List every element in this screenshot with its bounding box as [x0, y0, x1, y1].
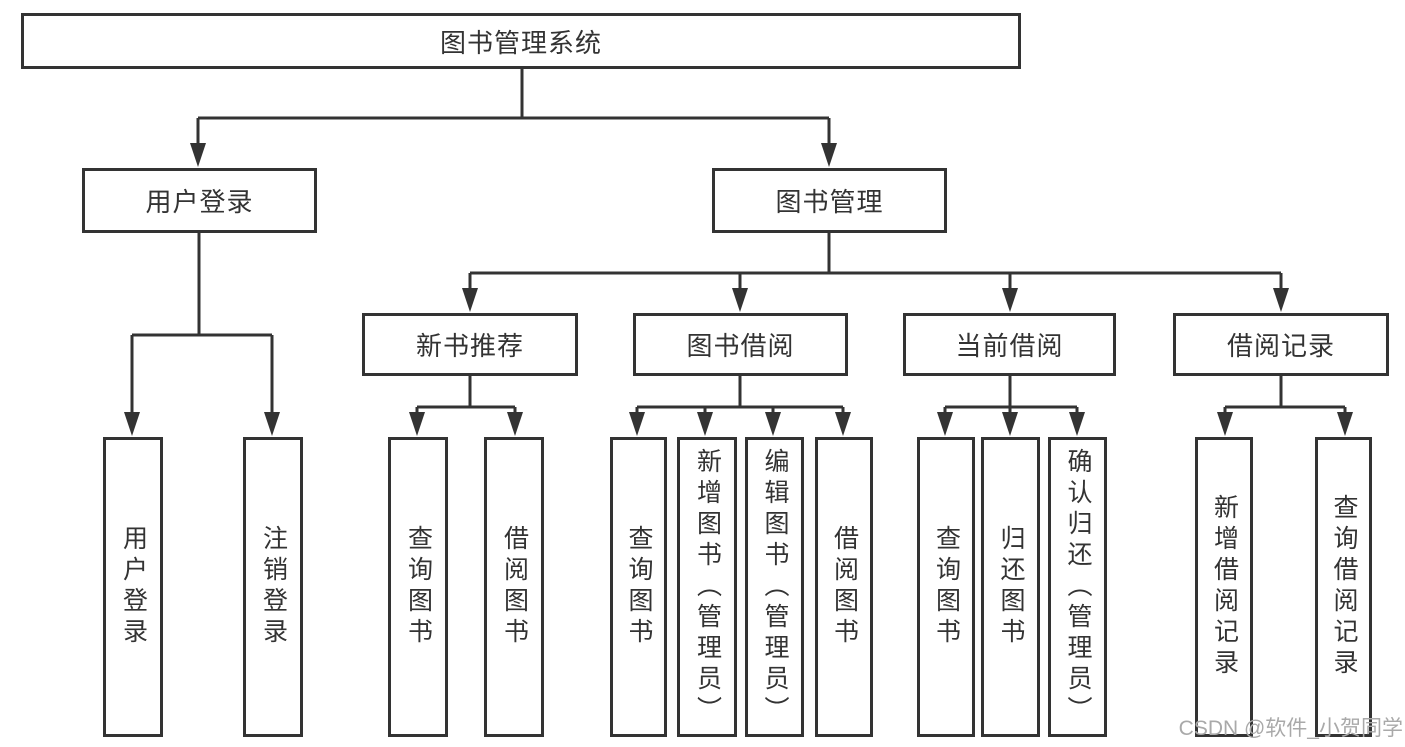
connector-current-borrowing-to-leaves [937, 376, 1085, 436]
leaf-confirm-return-admin: 确认归还（管理员） [1048, 437, 1107, 737]
arrowhead-icon [835, 412, 851, 436]
arrowhead-icon [765, 412, 781, 436]
connector-user-login-to-leaves [124, 233, 280, 436]
node-label: 图书借阅 [686, 331, 795, 361]
arrowhead-icon [629, 412, 645, 436]
leaf-add-books-admin: 新增图书（管理员） [677, 437, 737, 737]
node-label: 借阅图书 [500, 525, 529, 649]
connector-line [1223, 376, 1347, 417]
connector-root-to-level2 [190, 69, 837, 167]
node-label: 借阅图书 [830, 525, 859, 649]
node-label: 借阅记录 [1226, 331, 1335, 361]
node-borrowing-records: 借阅记录 [1173, 313, 1389, 376]
connector-borrowing-records-to-leaves [1217, 376, 1353, 436]
arrowhead-icon [937, 412, 953, 436]
node-book-borrowing: 图书借阅 [633, 313, 848, 376]
leaf-logout-login: 注销登录 [243, 437, 303, 737]
node-label: 编辑图书（管理员） [761, 447, 789, 727]
connector-book-borrowing-to-leaves [629, 376, 851, 436]
node-root: 图书管理系统 [21, 13, 1021, 69]
node-label: 查询图书 [932, 525, 961, 649]
leaf-edit-books-admin: 编辑图书（管理员） [745, 437, 804, 737]
node-new-book-recommend: 新书推荐 [362, 313, 578, 376]
arrowhead-icon [1002, 412, 1018, 436]
leaf-query-borrow-record: 查询借阅记录 [1315, 437, 1372, 737]
arrowhead-icon [462, 288, 478, 312]
node-label: 注销登录 [259, 525, 288, 649]
arrowhead-icon [1273, 288, 1289, 312]
arrowhead-icon [190, 143, 206, 167]
leaf-query-books-2: 查询图书 [610, 437, 667, 737]
leaf-return-books: 归还图书 [981, 437, 1040, 737]
arrowhead-icon [124, 412, 140, 436]
arrowhead-icon [409, 412, 425, 436]
node-label: 新书推荐 [415, 331, 524, 361]
node-label: 确认归还（管理员） [1064, 447, 1092, 727]
node-label: 图书管理 [775, 187, 884, 217]
leaf-add-borrow-record: 新增借阅记录 [1195, 437, 1253, 737]
connector-new-book-recommend-to-leaves [409, 376, 523, 436]
node-label: 查询借阅记录 [1330, 494, 1358, 680]
node-label: 新增借阅记录 [1210, 494, 1239, 680]
connector-line [635, 376, 845, 417]
arrowhead-icon [732, 288, 748, 312]
node-label: 查询图书 [625, 525, 653, 649]
connector-line [196, 69, 831, 148]
node-label: 当前借阅 [955, 331, 1064, 361]
connector-line [468, 233, 1283, 293]
node-label: 新增图书（管理员） [693, 447, 722, 727]
node-user-login: 用户登录 [82, 168, 317, 233]
arrowhead-icon [821, 143, 837, 167]
connector-line [415, 376, 517, 417]
arrowhead-icon [507, 412, 523, 436]
leaf-user-login: 用户登录 [103, 437, 163, 737]
arrowhead-icon [264, 412, 280, 436]
leaf-query-books-1: 查询图书 [388, 437, 448, 737]
node-label: 查询图书 [404, 525, 433, 649]
node-label: 图书管理系统 [439, 27, 602, 58]
node-label: 用户登录 [145, 187, 254, 217]
node-label: 归还图书 [997, 525, 1025, 649]
arrowhead-icon [697, 412, 713, 436]
leaf-borrow-books-1: 借阅图书 [484, 437, 544, 737]
leaf-borrow-books-2: 借阅图书 [815, 437, 873, 737]
connector-line [943, 376, 1079, 417]
node-label: 用户登录 [119, 525, 148, 649]
arrowhead-icon [1002, 288, 1018, 312]
arrowhead-icon [1069, 412, 1085, 436]
arrowhead-icon [1337, 412, 1353, 436]
connector-book-management-to-level3 [462, 233, 1289, 312]
arrowhead-icon [1217, 412, 1233, 436]
leaf-query-books-3: 查询图书 [917, 437, 975, 737]
connector-line [130, 233, 274, 416]
node-book-management: 图书管理 [712, 168, 947, 233]
node-current-borrowing: 当前借阅 [903, 313, 1116, 376]
watermark: CSDN @软件_小贺同学 [1178, 717, 1403, 740]
